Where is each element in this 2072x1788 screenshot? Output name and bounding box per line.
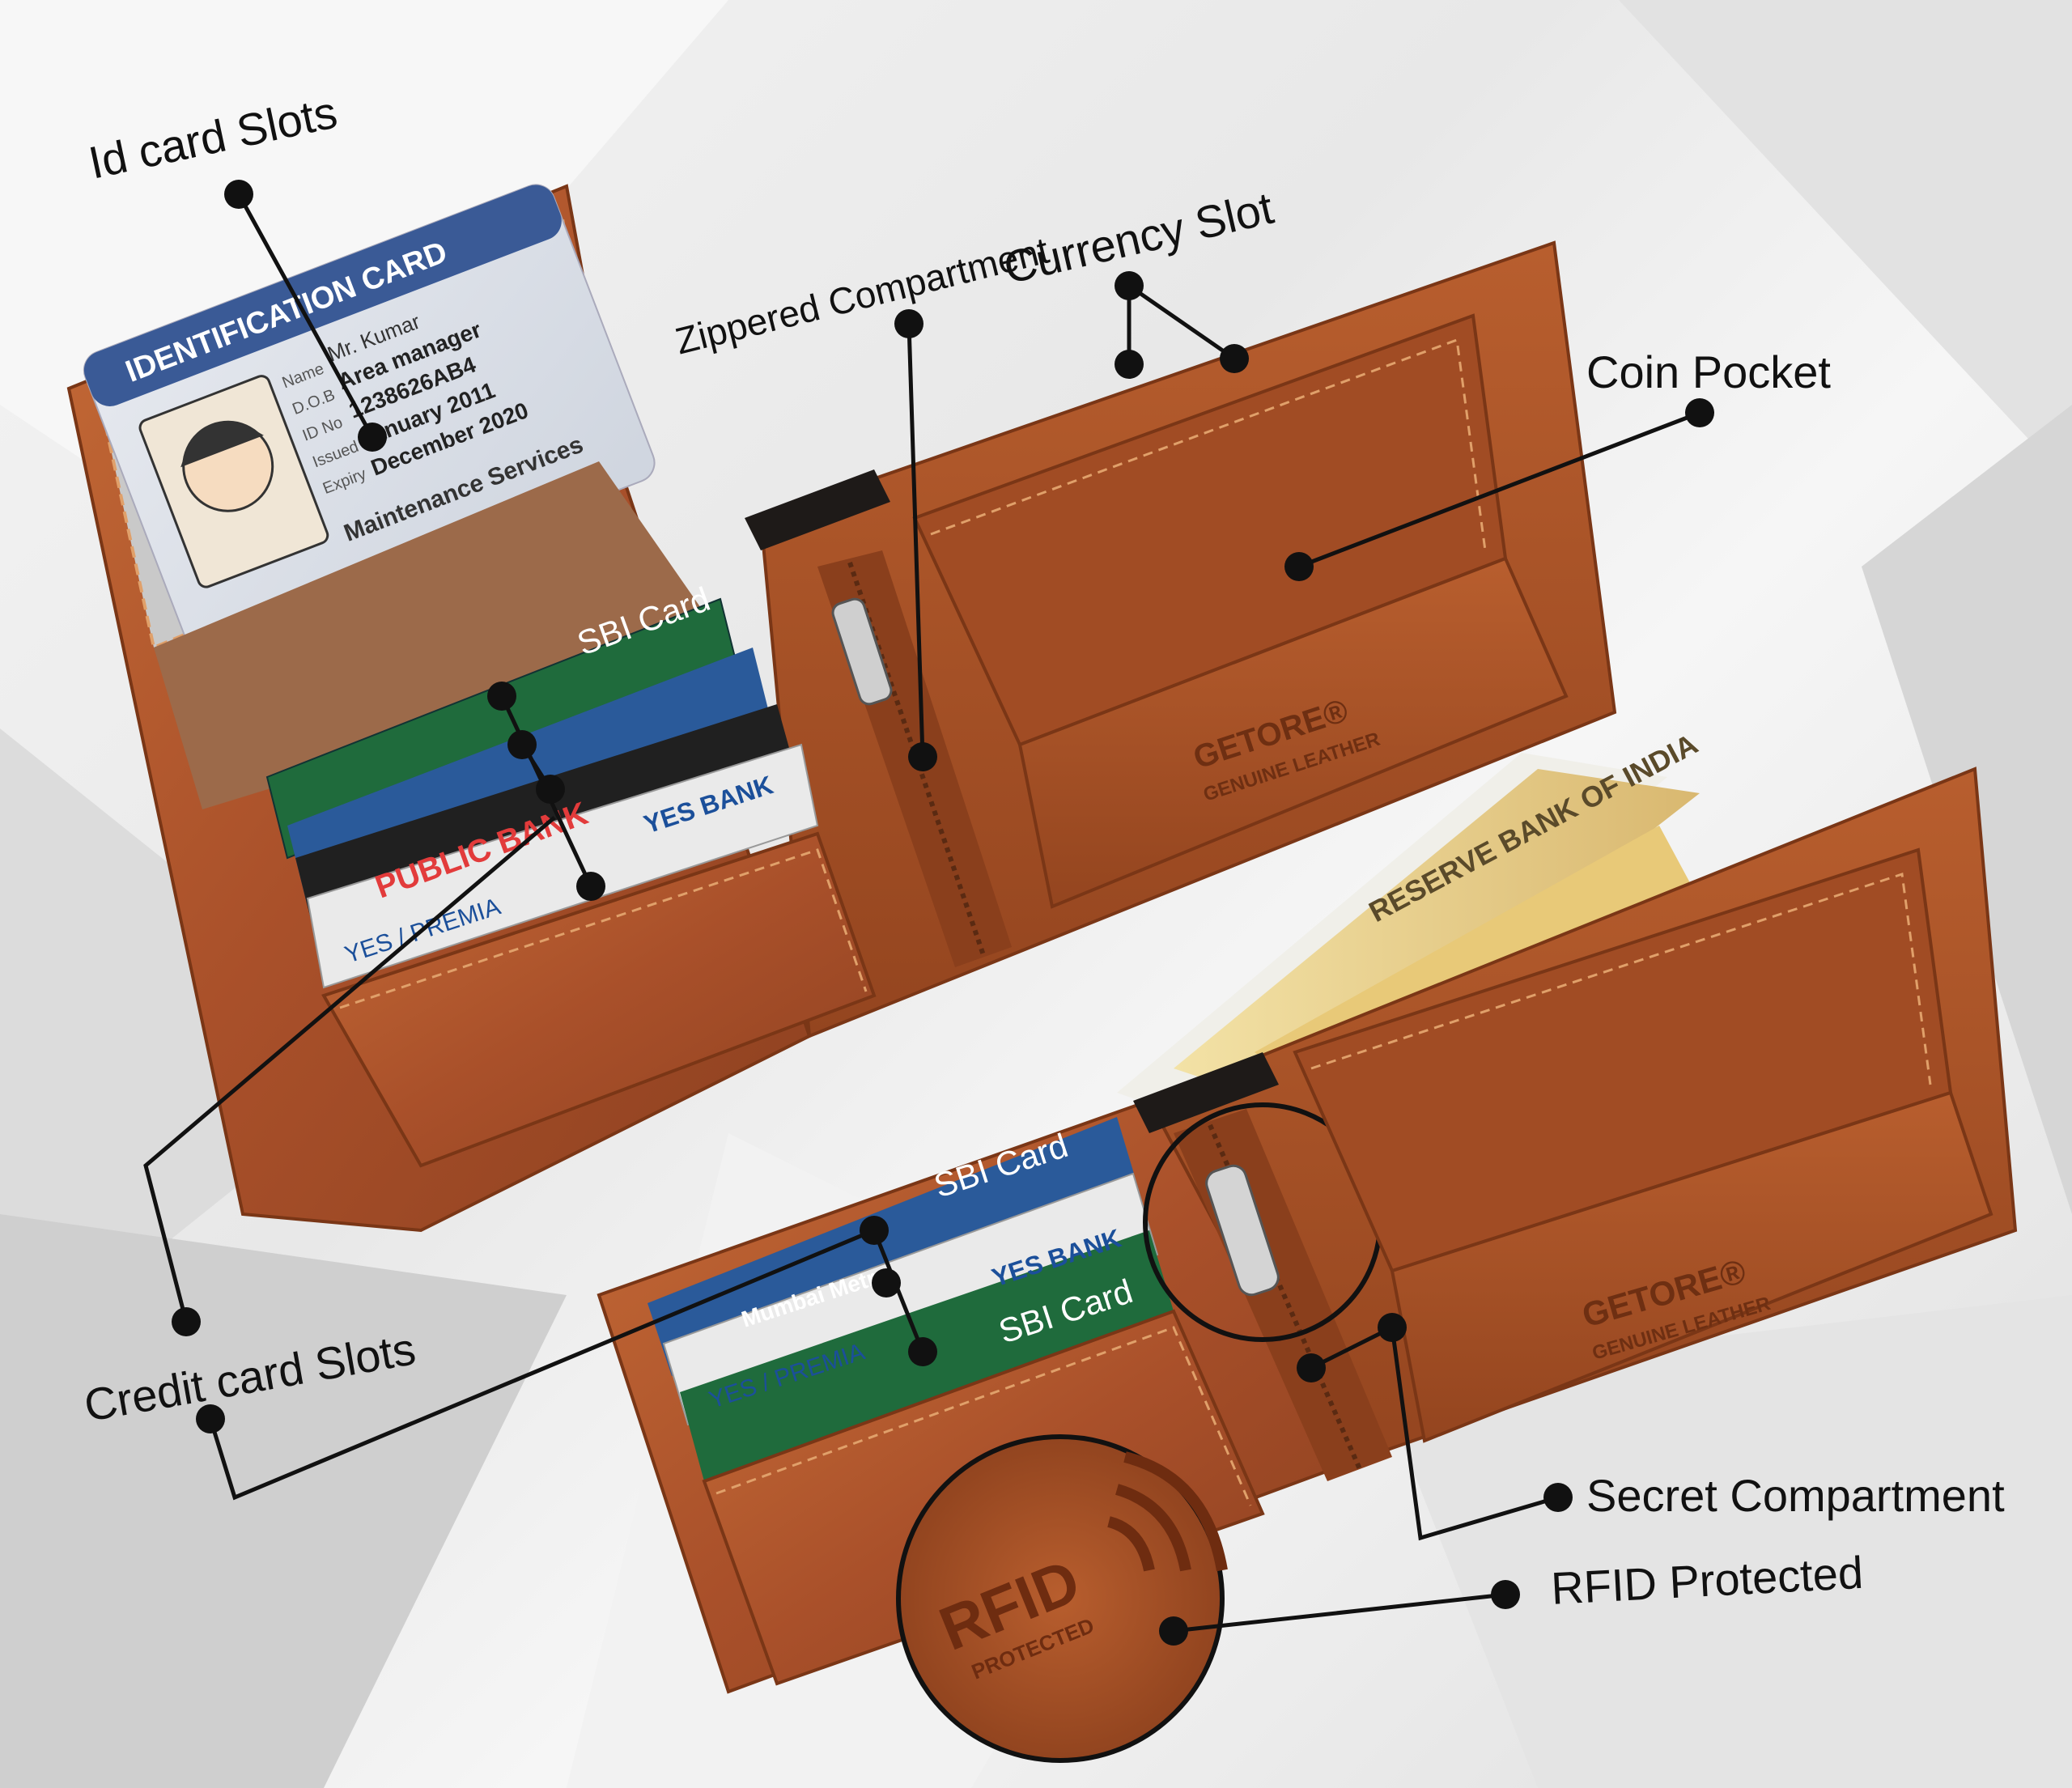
callout-dots bbox=[172, 180, 1714, 1646]
bottom-card-slots: SBI Card Mumbai Metro YES BANK YES / PRE… bbox=[648, 1117, 1265, 1686]
top-card-slots: SBI Card PUBLIC BANK YES BANK YES / PREM… bbox=[265, 580, 877, 1168]
id-card: IDENTIFICATION CARD Name Mr. Kumar D.O.B… bbox=[83, 184, 656, 649]
callout-coin-pocket: Coin Pocket bbox=[1586, 346, 1831, 397]
callout-secret-compartment: Secret Compartment bbox=[1586, 1470, 2005, 1521]
bottom-zipper bbox=[1174, 1109, 1392, 1481]
rfid-zoom: RFID PROTECTED bbox=[896, 1434, 1228, 1763]
bottom-coin-pocket: GETORE® GENUINE LEATHER bbox=[1293, 847, 1993, 1443]
top-coin-pocket: GETORE® GENUINE LEATHER bbox=[912, 313, 1569, 909]
wallet-top: IDENTIFICATION CARD Name Mr. Kumar D.O.B… bbox=[66, 184, 1617, 1233]
